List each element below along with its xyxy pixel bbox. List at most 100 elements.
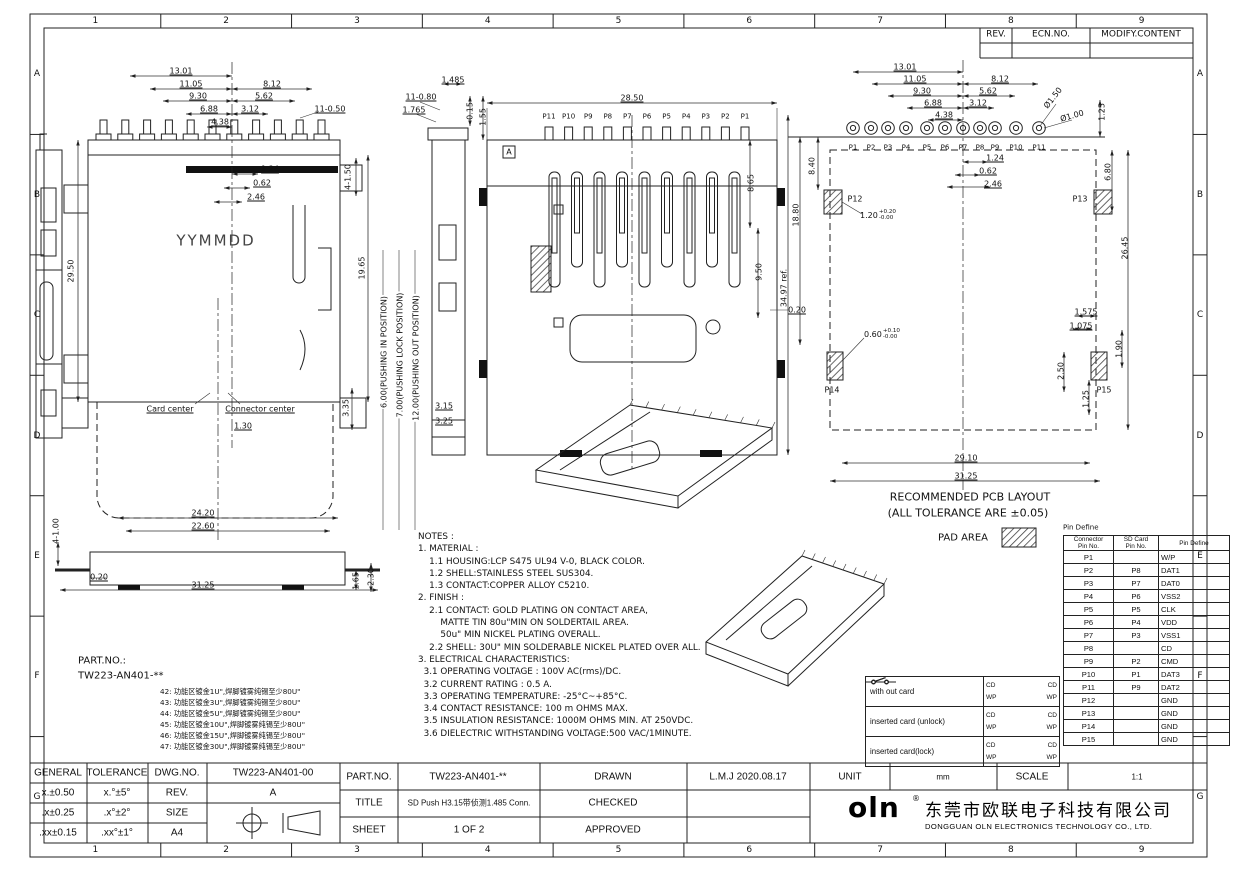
unit-value: mm xyxy=(936,772,950,782)
switch-terminal-label: CD xyxy=(1047,682,1057,690)
dim-value: 0.60 xyxy=(864,330,882,340)
ruler-row-letter: D xyxy=(1196,430,1204,441)
dim-label-toleranced: 0.60 +0.10-0.00 xyxy=(864,328,900,341)
scale-label: SCALE xyxy=(1015,771,1049,783)
section-view-dims xyxy=(56,516,378,592)
ruler-col-number: 7 xyxy=(877,16,883,26)
pin-table-cell: CD xyxy=(1158,641,1230,655)
pcb-pad-label: P7 xyxy=(958,143,968,152)
ruler-row-letter: F xyxy=(34,671,40,682)
pcb-pad-label: P6 xyxy=(940,143,950,152)
top-view-dims xyxy=(415,82,788,318)
tol-plus: +0.10 xyxy=(882,328,900,335)
dim-label: 28.50 xyxy=(620,93,644,103)
date-code-marking: YYMMDD xyxy=(176,231,256,250)
switch-terminal-label: WP xyxy=(1046,723,1057,731)
top-view-pin-label: P5 xyxy=(662,112,671,121)
pad-area-swatch xyxy=(1001,527,1037,548)
switch-symbol-line: WP WP xyxy=(866,679,1057,731)
dim-value: 1.20 xyxy=(860,211,878,221)
dwg-no-value: TW223-AN401-00 xyxy=(232,767,314,779)
ruler-col-number: 3 xyxy=(354,16,360,26)
registered-mark-icon: ® xyxy=(912,794,920,803)
dim-label: 1.575 xyxy=(1074,307,1098,317)
front-view-dims xyxy=(76,74,416,530)
dim-label: 13.01 xyxy=(893,62,917,72)
dim-label: 0.62 xyxy=(979,166,997,176)
dim-label: 1.24 xyxy=(986,153,1004,163)
pin-table-cell: P14 xyxy=(1063,719,1114,733)
pcb-pad-label: P10 xyxy=(1009,143,1023,152)
dim-label: 13.01 xyxy=(169,66,193,76)
dim-label: 0.20 xyxy=(90,572,108,582)
switch-state-label: inserted card(lock) xyxy=(866,737,984,766)
dim-label: 0.62 xyxy=(253,178,271,188)
ruler-col-number: 1 xyxy=(92,845,99,855)
pin-table-cell: P2 xyxy=(1113,654,1159,668)
pad-label: P15 xyxy=(1096,385,1112,395)
company-name-cn: 东莞市欧联电子科技有限公司 xyxy=(925,801,1172,820)
pin-table-cell: P6 xyxy=(1113,589,1159,603)
approved-label: APPROVED xyxy=(585,824,641,836)
pin-table-row: P14 GND xyxy=(1063,719,1230,733)
dim-label: 1.075 xyxy=(1069,321,1093,331)
isometric-view-2 xyxy=(705,555,885,687)
pin-table-cell: P2 xyxy=(1063,563,1114,577)
pin-table-cell: P4 xyxy=(1063,589,1114,603)
switch-terminal-label: WP xyxy=(986,723,997,731)
rev-table-lines xyxy=(979,28,1193,59)
pin-table-cell xyxy=(1113,719,1159,733)
ruler-row-letter: A xyxy=(33,69,41,80)
pin-table-cell: P12 xyxy=(1063,693,1114,707)
pin-table-cell: GND xyxy=(1158,719,1230,733)
ruler-row-letter: B xyxy=(1196,189,1204,200)
rev-header: REV. xyxy=(986,29,1006,40)
tol-angular-3: .xx°±1° xyxy=(101,827,133,839)
dim-label: 0.20 xyxy=(788,305,806,315)
dim-label: 34.97 ref. xyxy=(779,268,789,308)
ruler-row-letter: G xyxy=(1196,791,1204,802)
pin-table-cell: VDD xyxy=(1158,615,1230,629)
pin-table-cell: CMD xyxy=(1158,654,1230,668)
ruler-col-number: 4 xyxy=(484,16,491,26)
ruler-col-number: 5 xyxy=(615,845,622,855)
pin-table-cell: DAT3 xyxy=(1158,667,1230,681)
tol-minus: -0.00 xyxy=(878,215,894,221)
unit-label: UNIT xyxy=(838,771,862,783)
ecn-header: ECN.NO. xyxy=(1032,29,1070,40)
dim-label: 2.30 xyxy=(366,568,376,586)
dim-label: 2.50 xyxy=(1056,362,1066,380)
dim-label: 4.38 xyxy=(211,117,229,127)
pin-table-cell: GND xyxy=(1158,706,1230,720)
connector-center-label: Connector center xyxy=(225,404,295,414)
card-center-label: Card center xyxy=(146,404,194,414)
title-block-lines xyxy=(30,762,1207,843)
pin-table-cell: W/P xyxy=(1158,550,1230,564)
dim-label: 4.38 xyxy=(935,110,953,120)
pin-table-cell: P11 xyxy=(1063,680,1114,694)
top-view-pin-label: P7 xyxy=(623,112,632,121)
dim-label: 19.65 xyxy=(357,256,367,280)
ruler-col-number: 8 xyxy=(1007,16,1014,26)
dim-label: 26.45 xyxy=(1120,236,1130,260)
side-profile-view xyxy=(35,133,63,439)
tol-linear-1: x.±0.50 xyxy=(41,787,75,799)
ruler-col-number: 6 xyxy=(746,16,753,26)
company-name-en: DONGGUAN OLN ELECTRONICS TECHNOLOGY CO.,… xyxy=(925,822,1153,831)
projection-symbol xyxy=(236,807,321,839)
switch-terminal-label: CD xyxy=(1047,712,1057,720)
pin-table-cell: P1 xyxy=(1063,550,1114,564)
pcb-layout-subtitle: (ALL TOLERANCE ARE ±0.05) xyxy=(887,506,1049,520)
switch-symbol-line: CD CD xyxy=(866,679,1057,720)
dim-label: 3.15 xyxy=(435,401,453,411)
size-value: A4 xyxy=(170,827,184,839)
dim-label: 29.10 xyxy=(954,453,978,463)
top-view-pin-label: P11 xyxy=(542,112,556,121)
ruler-col-number: 5 xyxy=(615,16,622,26)
